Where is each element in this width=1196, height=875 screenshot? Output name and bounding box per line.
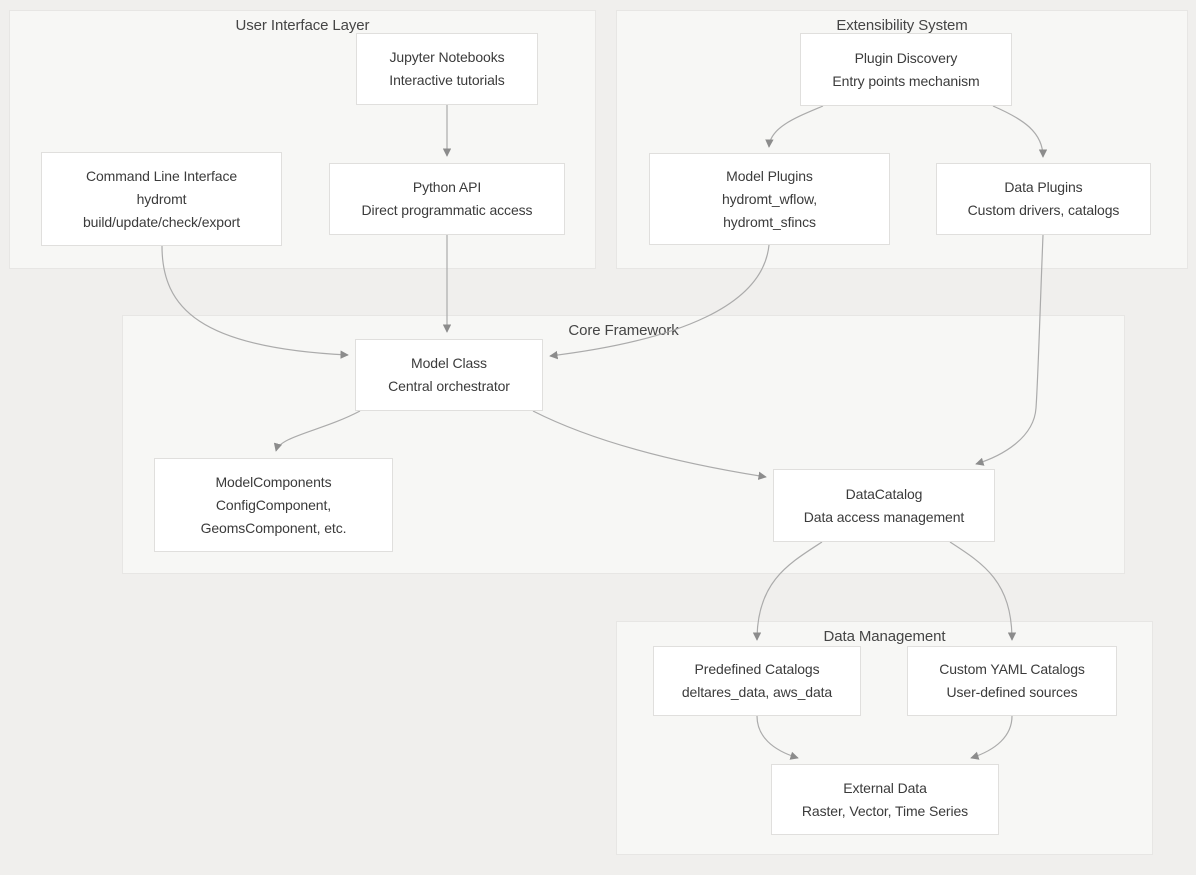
node-line: Central orchestrator [388,378,510,394]
node-line: Custom drivers, catalogs [967,202,1120,218]
node-line: hydromt_sfincs [723,213,816,230]
node-line: Model Plugins [726,167,813,184]
node-line: Interactive tutorials [389,72,505,88]
node-predefined-catalogs: Predefined Catalogs deltares_data, aws_d… [653,646,861,716]
node-line: User-defined sources [946,684,1078,700]
node-line: deltares_data, aws_data [681,684,833,700]
node-line: build/update/check/export [82,213,241,230]
node-line: Jupyter Notebooks [389,49,505,65]
node-line: External Data [843,779,927,796]
node-model-components: ModelComponents ConfigComponent, GeomsCo… [154,458,393,552]
node-jupyter-notebooks: Jupyter Notebooks Interactive tutorials [356,33,538,105]
node-line: Command Line Interface [85,167,238,184]
node-data-catalog: DataCatalog Data access management [773,469,995,542]
group-title-core-framework: Core Framework [568,322,679,339]
node-line: Predefined Catalogs [694,661,820,677]
node-plugin-discovery: Plugin Discovery Entry points mechanism [800,33,1012,106]
node-line: Direct programmatic access [361,202,533,218]
node-command-line-interface: Command Line Interface hydromt build/upd… [41,152,282,246]
node-data-plugins: Data Plugins Custom drivers, catalogs [936,163,1151,235]
group-title-extensibility-system: Extensibility System [836,17,968,34]
node-line: Entry points mechanism [832,72,980,89]
node-custom-yaml-catalogs: Custom YAML Catalogs User-defined source… [907,646,1117,716]
node-line: Custom YAML Catalogs [939,661,1085,677]
node-external-data: External Data Raster, Vector, Time Serie… [771,764,999,835]
node-line: hydromt_wflow, [721,190,818,207]
group-title-data-management: Data Management [823,628,946,645]
node-line: GeomsComponent, etc. [200,519,347,536]
group-title-user-interface-layer: User Interface Layer [235,17,370,34]
node-model-class: Model Class Central orchestrator [355,339,543,411]
node-line: Plugin Discovery [854,49,958,66]
node-python-api: Python API Direct programmatic access [329,163,565,235]
node-line: Data Plugins [1004,179,1083,195]
node-line: Data access management [803,508,965,525]
node-model-plugins: Model Plugins hydromt_wflow, hydromt_sfi… [649,153,890,245]
node-line: Model Class [411,355,487,371]
node-line: hydromt [136,190,187,207]
node-line: ModelComponents [215,473,332,490]
node-line: Raster, Vector, Time Series [801,802,969,819]
node-line: DataCatalog [845,485,923,502]
node-line: Python API [412,179,482,195]
node-line: ConfigComponent, [215,496,332,513]
